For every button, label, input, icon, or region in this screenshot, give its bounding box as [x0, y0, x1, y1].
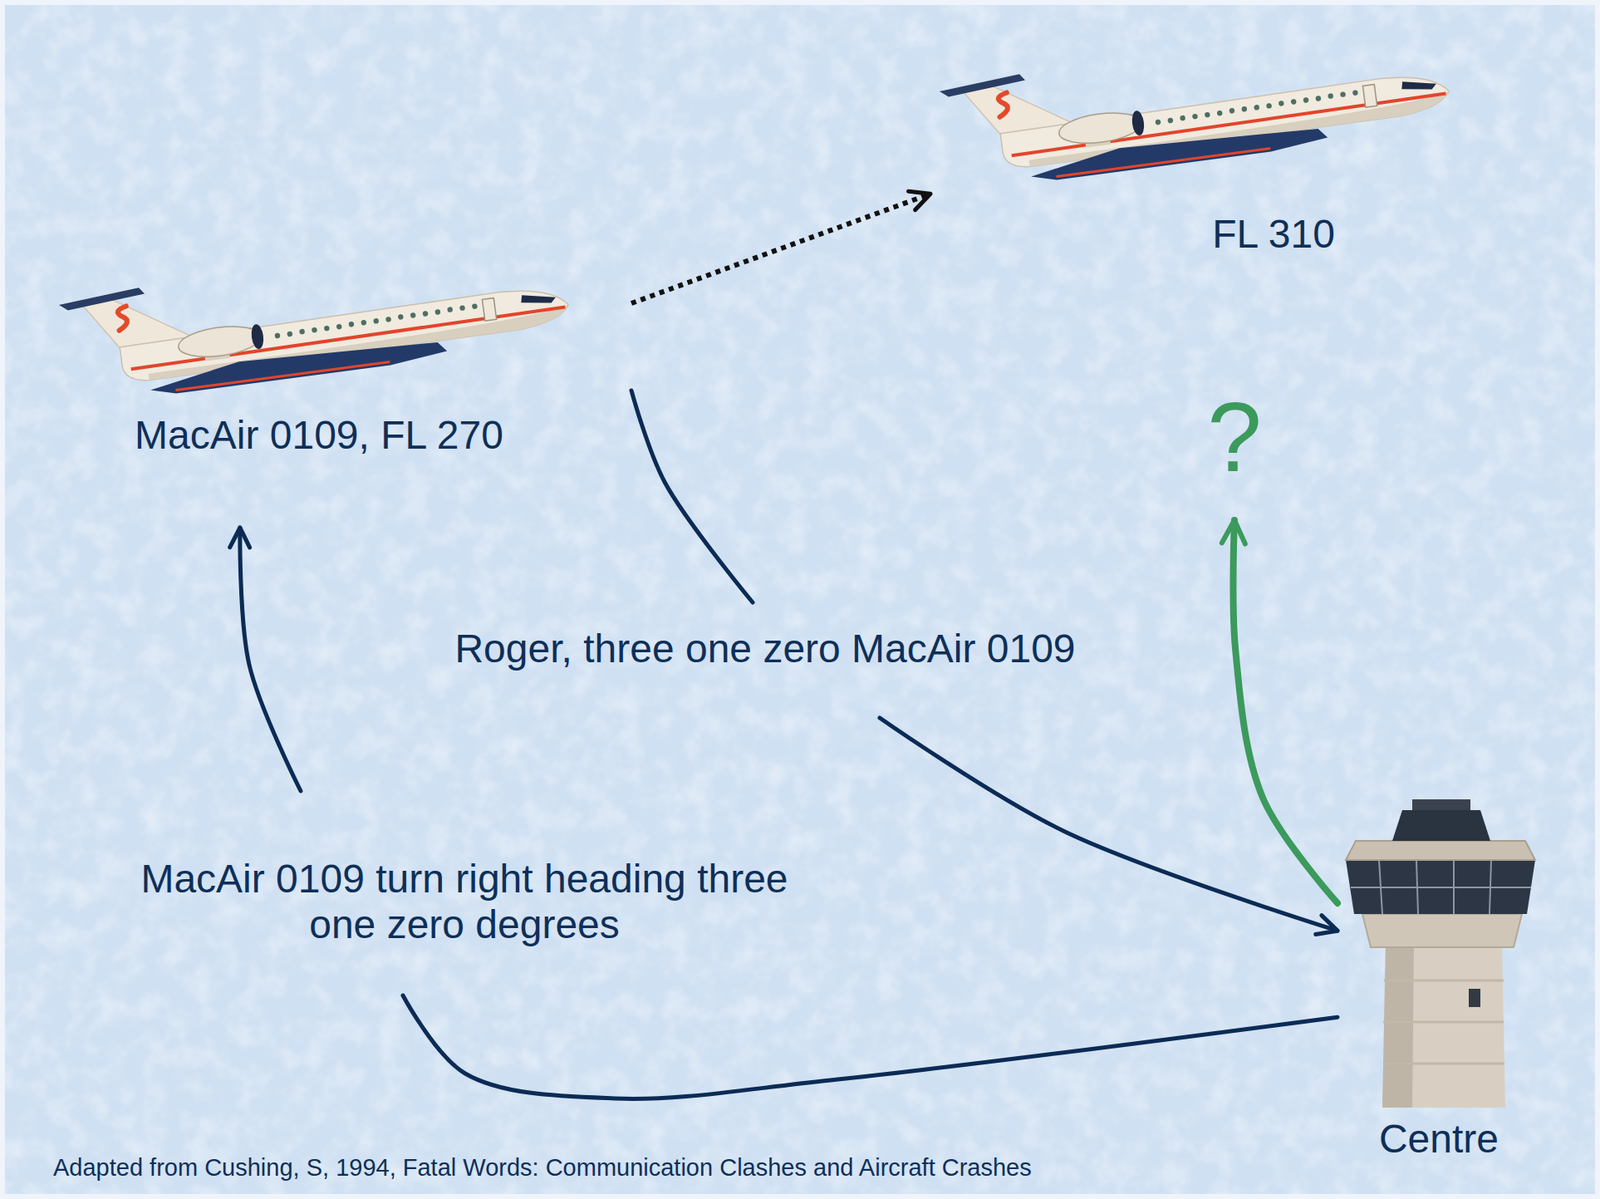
node-label: ?	[1207, 387, 1262, 486]
node-label: Centre	[1379, 1115, 1499, 1162]
cab-mullions-part	[1350, 886, 1532, 889]
tower-shade	[1382, 942, 1414, 1108]
tower-node: Centre	[1337, 797, 1537, 1172]
cab-mullions	[1350, 859, 1532, 914]
tower-shaft	[1382, 942, 1506, 1108]
message-label-box: Roger, three one zero MacAir 0109	[454, 625, 1075, 672]
airliner-fl270	[58, 232, 574, 408]
instruction-arrow	[240, 527, 1338, 1099]
source-caption: Adapted from Cushing, S, 1994, Fatal Wor…	[53, 1153, 1032, 1182]
tower-lines-part	[1383, 1062, 1505, 1066]
climb-path	[631, 193, 931, 304]
aircraft-node: MacAir 0109, FL 270	[49, 265, 632, 528]
control-tower	[1345, 799, 1536, 1108]
source-caption-box: Adapted from Cushing, S, 1994, Fatal Wor…	[53, 1153, 1032, 1182]
cab-glass	[1345, 859, 1536, 914]
message-label-box: MacAir 0109 turn right heading three one…	[119, 855, 810, 948]
node-label: FL 310	[1212, 211, 1335, 257]
tower-top	[1392, 809, 1491, 841]
tower-lines-part	[1383, 1020, 1504, 1024]
tower-ring	[1362, 913, 1522, 948]
tower-lines-part	[1384, 979, 1504, 982]
query-arrow	[1232, 520, 1338, 904]
tower-cap	[1412, 799, 1471, 810]
node-label: MacAir 0109, FL 270	[134, 412, 504, 458]
airliner-fl310	[938, 19, 1454, 194]
radio-message: Roger, three one zero MacAir 0109	[454, 625, 1075, 672]
query-node: ?	[1183, 373, 1284, 521]
cab-roof	[1345, 840, 1536, 860]
aircraft-node: FL 310	[930, 58, 1454, 266]
tower-lines	[1383, 980, 1505, 1064]
tower-window	[1468, 988, 1481, 1007]
radio-message: MacAir 0109 turn right heading three one…	[119, 855, 810, 948]
